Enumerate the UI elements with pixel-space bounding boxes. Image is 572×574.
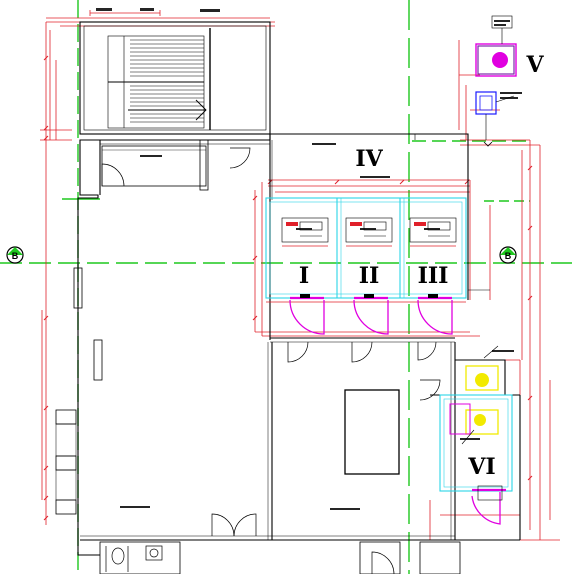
room-v-equipment — [475, 15, 515, 147]
door-tags — [300, 294, 438, 298]
grid-marker-left: B — [6, 246, 24, 264]
stair-treads — [107, 35, 207, 129]
grid-marker-right-label: B — [505, 251, 512, 261]
room-iii-label: III — [418, 263, 449, 289]
room-vi-label: VI — [467, 454, 495, 480]
room-vi-equipment — [449, 345, 503, 501]
bottom-fixtures — [105, 545, 163, 572]
dimension-lines — [40, 10, 560, 541]
door-swings — [101, 147, 441, 574]
room-i-label: I — [299, 263, 309, 289]
room-iv-label: IV — [355, 146, 383, 172]
annotation-marks — [96, 8, 522, 510]
grid-marker-right: B — [499, 246, 517, 264]
grid-marker-left-label: B — [12, 251, 19, 261]
cubicle-doors — [289, 43, 517, 525]
room-v-label: V — [525, 52, 544, 78]
room-ii-label: II — [359, 263, 380, 289]
walls — [55, 21, 521, 574]
cubicle-dimension-marks — [266, 245, 466, 303]
